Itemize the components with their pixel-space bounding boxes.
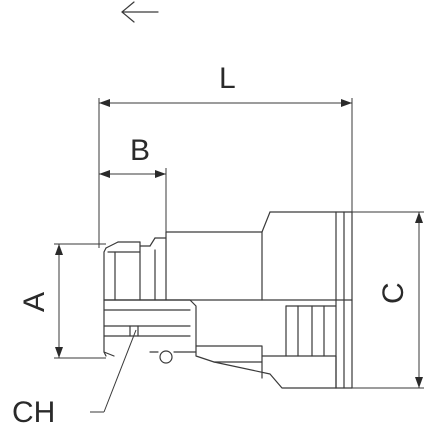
dimension-b: B xyxy=(99,134,167,236)
dimension-l: L xyxy=(98,62,353,248)
dimension-ch-label: CH xyxy=(12,396,55,429)
dimension-c-label: C xyxy=(377,282,410,304)
fitting-body xyxy=(103,211,353,389)
dimension-a: A xyxy=(18,243,106,359)
arrow-left-icon xyxy=(121,1,159,23)
dimension-ch: CH xyxy=(12,329,137,429)
dimension-b-label: B xyxy=(130,134,150,167)
dimension-l-label: L xyxy=(219,62,236,95)
dimension-a-label: A xyxy=(18,292,51,312)
